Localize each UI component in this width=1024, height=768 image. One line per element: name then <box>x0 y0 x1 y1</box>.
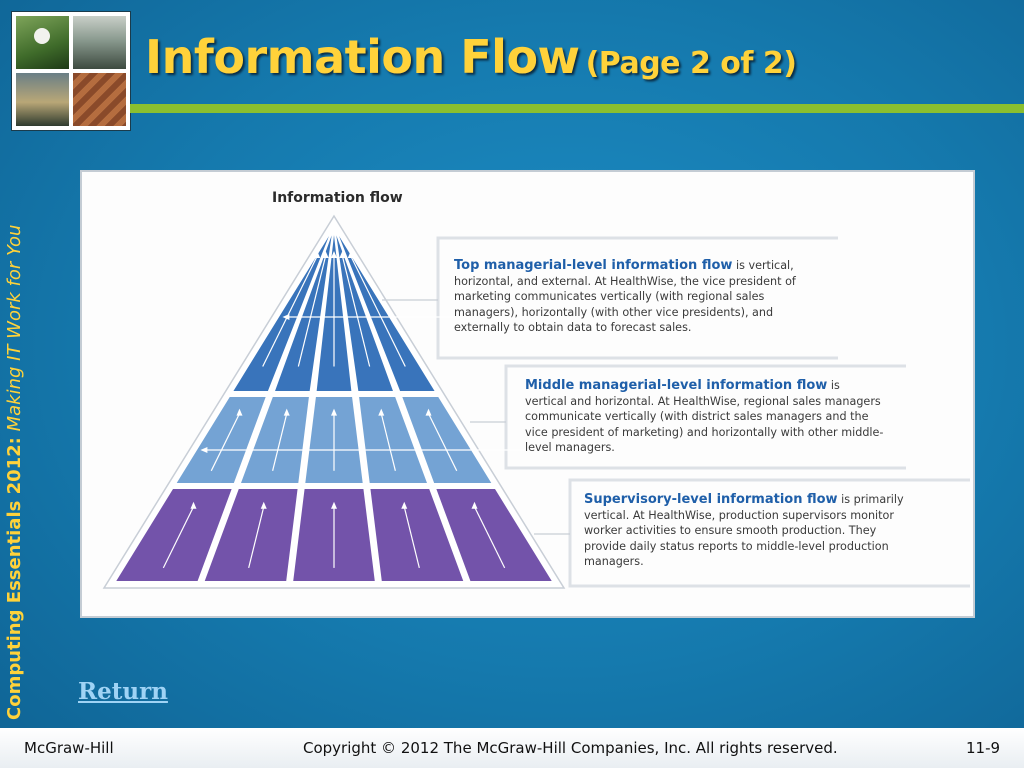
callout-supervisory-bracket <box>568 478 970 588</box>
pyramid-top-cell <box>272 225 335 393</box>
footer-bar: McGraw-Hill Copyright © 2012 The McGraw-… <box>0 728 1024 768</box>
golf-ball-photo <box>16 16 69 69</box>
pyramid-supervisory-cell <box>368 487 467 583</box>
top-vertical-arrow <box>297 255 327 367</box>
top-arrowhead <box>339 251 346 258</box>
information-flow-figure: Information flow Top managerial-level in… <box>80 170 975 618</box>
return-link[interactable]: Return <box>78 678 168 705</box>
callout-middle-level: Middle managerial-level information flow… <box>525 378 885 456</box>
top-arrowhead-left <box>282 314 290 320</box>
middle-arrowhead <box>331 408 337 416</box>
photo-collage <box>12 12 130 130</box>
callout-top-level: Top managerial-level information flow is… <box>454 258 802 336</box>
callout-top-heading: Top managerial-level information flow <box>454 258 733 273</box>
supervisory-arrowhead <box>331 501 337 509</box>
stairs-photo <box>73 73 126 126</box>
supervisory-arrowhead <box>401 501 408 509</box>
middle-arrowhead <box>425 408 432 416</box>
supervisory-arrowhead <box>190 501 197 509</box>
slide-title: Information Flow(Page 2 of 2) <box>145 30 797 84</box>
book-title-italic: Making IT Work for You <box>4 224 25 438</box>
pyramid-top-cell <box>229 225 335 393</box>
pyramid-top-cell <box>333 225 439 393</box>
slide-title-page: (Page 2 of 2) <box>585 46 797 81</box>
top-arrowhead <box>322 251 329 258</box>
top-arrowhead <box>331 251 337 258</box>
title-underline <box>130 104 1024 113</box>
shoreline-photo <box>73 16 126 69</box>
pyramid-top-cell <box>333 225 396 393</box>
middle-arrowhead-left <box>200 447 208 453</box>
callout-middle-heading: Middle managerial-level information flow <box>525 378 828 393</box>
callout-top-bracket <box>436 236 838 360</box>
middle-vertical-arrow <box>380 413 396 471</box>
callout-middle-bracket <box>504 364 906 470</box>
top-vertical-arrow <box>341 255 371 367</box>
middle-vertical-arrow <box>210 413 241 472</box>
middle-arrowhead <box>283 408 290 416</box>
middle-vertical-arrow <box>272 413 288 471</box>
middle-vertical-arrow <box>427 413 458 472</box>
supervisory-arrowhead <box>260 501 267 509</box>
pyramid-diagram <box>102 214 970 589</box>
slide-title-main: Information Flow <box>145 30 580 84</box>
footer-copyright: Copyright © 2012 The McGraw-Hill Compani… <box>303 739 838 757</box>
pyramid-middle-cell <box>399 395 495 485</box>
supervisory-arrowhead <box>471 501 478 509</box>
top-vertical-arrow <box>350 255 406 367</box>
pyramid-supervisory-cell <box>112 487 235 583</box>
callout-supervisory-heading: Supervisory-level information flow <box>584 492 838 507</box>
callout-supervisory-level: Supervisory-level information flow is pr… <box>584 492 906 570</box>
middle-arrowhead <box>378 408 385 416</box>
supervisory-vertical-arrow <box>248 506 265 569</box>
pyramid-middle-cell <box>238 395 312 485</box>
book-title-bold: Computing Essentials 2012: <box>4 437 25 720</box>
top-arrowhead <box>347 251 354 258</box>
middle-arrowhead <box>236 408 243 416</box>
figure-title: Information flow <box>272 190 403 206</box>
landscape-photo <box>16 73 69 126</box>
callout-middle-body: is vertical and horizontal. At HealthWis… <box>525 379 884 454</box>
footer-publisher: McGraw-Hill <box>24 739 114 757</box>
supervisory-vertical-arrow <box>162 506 195 569</box>
pyramid-middle-cell <box>356 395 430 485</box>
slide-number: 11-9 <box>966 739 1001 757</box>
top-arrowhead <box>314 251 321 258</box>
callout-supervisory-body: is primarily vertical. At HealthWise, pr… <box>584 493 904 568</box>
top-vertical-arrow <box>262 255 318 367</box>
vertical-book-title: Computing Essentials 2012: Making IT Wor… <box>4 160 25 720</box>
supervisory-vertical-arrow <box>403 506 420 569</box>
pyramid-supervisory-cell <box>433 487 556 583</box>
pyramid-supervisory-cell <box>201 487 300 583</box>
callout-top-body: is vertical, horizontal, and external. A… <box>454 259 796 334</box>
pyramid-middle-cell <box>173 395 269 485</box>
supervisory-vertical-arrow <box>473 506 506 569</box>
